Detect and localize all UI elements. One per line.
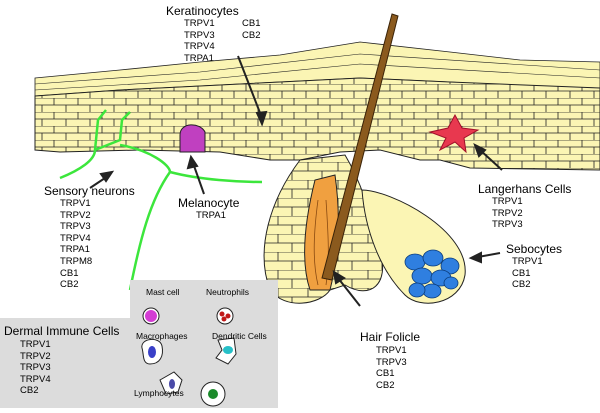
- sebaceous-gland: [361, 189, 466, 304]
- neuron-channel: TRPM8: [60, 255, 93, 267]
- keratinocytes-title: Keratinocytes: [166, 4, 239, 18]
- sebocyte-channel: CB1: [512, 267, 531, 279]
- dendritic-cells-label: Dendritic Cells: [212, 331, 267, 341]
- immune-channel: TRPV2: [20, 350, 51, 362]
- dermal-immune-list: TRPV1 TRPV2 TRPV3 TRPV4 CB2: [20, 339, 51, 397]
- immune-cell-panel: [130, 280, 278, 408]
- neuron-channel: CB2: [60, 279, 79, 291]
- lymphocytes-label: Lymphocytes: [134, 388, 184, 398]
- follicle-channel: TRPV1: [376, 345, 407, 356]
- hair-follicle-title: Hair Folicle: [360, 330, 421, 344]
- follicle-channel: CB2: [376, 379, 395, 391]
- sebocyte-channel: TRPV1: [512, 256, 543, 267]
- immune-channel: CB2: [20, 385, 39, 397]
- immune-channel: TRPV3: [20, 362, 51, 374]
- mast-cell-label: Mast cell: [146, 287, 180, 297]
- langerhans-channel: TRPV1: [492, 196, 523, 207]
- pointer-arrows: [89, 55, 503, 307]
- macrophages-label: Macrophages: [136, 331, 188, 341]
- keratinocytes-list-2: CB1 CB2: [242, 18, 260, 41]
- melanocyte-list: TRPA1: [196, 210, 226, 222]
- melanocyte-title: Melanocyte: [178, 196, 240, 210]
- hair-follicle-body: [263, 154, 384, 304]
- epidermis: [34, 77, 600, 171]
- neutrophils-label: Neutrophils: [206, 287, 249, 297]
- langerhans-title: Langerhans Cells: [478, 182, 572, 196]
- neuron-channel: TRPV2: [60, 209, 91, 221]
- neuron-channel: CB1: [60, 267, 79, 279]
- keratinocyte-receptor: CB2: [242, 29, 261, 41]
- sebocytes-title: Sebocytes: [506, 242, 563, 256]
- sebocyte-channel: CB2: [512, 279, 531, 291]
- keratinocyte-channel: TRPA1: [184, 52, 214, 64]
- neuron-channel: TRPV3: [60, 221, 91, 233]
- sensory-neuron-fibers: [59, 109, 263, 291]
- neuron-channel: TRPV4: [60, 232, 91, 244]
- neuron-channel: TRPA1: [60, 244, 90, 256]
- langerhans-channel: TRPV2: [492, 207, 523, 219]
- keratinocyte-channel: TRPV3: [184, 29, 215, 41]
- hair-follicle-list: TRPV1 TRPV3 CB1 CB2: [376, 345, 407, 391]
- keratinocyte-channel: TRPV4: [184, 41, 215, 53]
- keratinocyte-receptor: CB1: [242, 18, 261, 29]
- sebocytes-list: TRPV1 CB1 CB2: [512, 256, 543, 291]
- hair-shaft: [321, 13, 399, 281]
- langerhans-list: TRPV1 TRPV2 TRPV3: [492, 196, 523, 231]
- melanocyte-channel: TRPA1: [196, 210, 226, 221]
- langerhans-cell: [428, 113, 480, 154]
- melanocyte-cell: [179, 124, 206, 153]
- immune-channel: TRPV1: [20, 339, 51, 350]
- immune-channel: TRPV4: [20, 373, 51, 385]
- neuron-channel: TRPV1: [60, 198, 91, 209]
- sensory-neurons-title: Sensory neurons: [44, 184, 135, 198]
- follicle-channel: TRPV3: [376, 356, 407, 368]
- langerhans-channel: TRPV3: [492, 219, 523, 231]
- keratinocytes-list-1: TRPV1 TRPV3 TRPV4 TRPA1: [184, 18, 215, 64]
- dermal-immune-panel: [0, 318, 130, 408]
- dermal-immune-title: Dermal Immune Cells: [4, 324, 120, 338]
- immune-cells-drawing: [141, 307, 237, 407]
- follicle-channel: CB1: [376, 368, 395, 380]
- sensory-neurons-list: TRPV1 TRPV2 TRPV3 TRPV4 TRPA1 TRPM8 CB1 …: [60, 198, 92, 291]
- keratinocyte-channel: TRPV1: [184, 18, 215, 29]
